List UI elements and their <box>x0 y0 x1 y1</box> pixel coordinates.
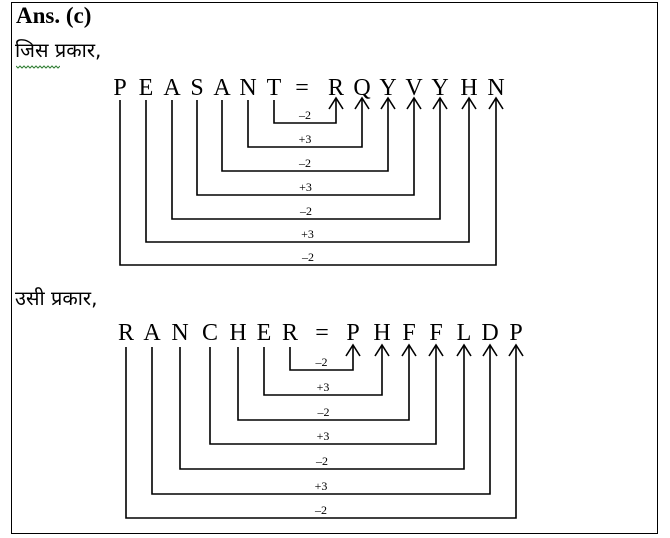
answer-frame <box>11 2 658 534</box>
ex2-shift-label: –2 <box>317 405 330 419</box>
ex2-source-letter: C <box>202 320 218 346</box>
ex1-shift-label: +3 <box>299 132 312 146</box>
ex1-shift-label: –2 <box>298 156 311 170</box>
ex1-connector-line <box>171 98 441 220</box>
ex2-shift-label: +3 <box>317 429 330 443</box>
ex1-source-letter: P <box>113 75 126 101</box>
ex1-source-letter: N <box>239 75 256 101</box>
spellcheck-underline <box>16 65 60 69</box>
ex2-equals-sign: = <box>315 320 329 346</box>
ex1-target-letter: H <box>460 75 477 101</box>
intro-line-1: जिस प्रकार, <box>15 38 102 62</box>
ex2-connector-line <box>125 345 517 519</box>
ex2-source-letter: A <box>143 320 161 346</box>
ex1-source-letter: A <box>163 75 181 101</box>
ex2-arrow-head <box>401 343 417 357</box>
ex2-arrow-head <box>428 343 444 357</box>
ex2-arrow-head <box>508 343 524 357</box>
ex2-connector-line <box>209 345 437 445</box>
ex2-target-letter: F <box>402 320 415 346</box>
ex2-connector-line <box>179 345 465 470</box>
intro-line-2: उसी प्रकार, <box>15 286 98 310</box>
ex1-target-letter: Y <box>379 75 396 101</box>
ex2-arrow-head <box>374 343 390 357</box>
ex2-arrow-head <box>345 343 361 357</box>
ex1-connector-line <box>221 98 389 172</box>
ex1-shift-label: +3 <box>299 180 312 194</box>
ex1-source-letter: T <box>267 75 282 101</box>
ex1-shift-label: –2 <box>298 108 311 122</box>
ex1-arrow-head <box>461 96 477 110</box>
ex1-target-letter: N <box>487 75 504 101</box>
ex1-arrow-head <box>488 96 504 110</box>
ex1-shift-label: –2 <box>301 250 314 264</box>
ex1-connector-line <box>196 98 415 196</box>
ex2-shift-label: –2 <box>314 503 327 517</box>
ex2-target-letter: D <box>481 320 498 346</box>
ex2-source-letter: E <box>257 320 272 346</box>
ex2-connector-line <box>289 345 354 371</box>
ex1-arrow-head <box>328 96 344 110</box>
ex1-target-letter: Q <box>353 75 370 101</box>
ex2-connector-line <box>263 345 383 396</box>
ex2-target-letter: H <box>373 320 390 346</box>
ex2-arrow-head <box>482 343 498 357</box>
ex2-shift-label: –2 <box>315 454 328 468</box>
ex2-source-letter: N <box>171 320 188 346</box>
ex1-connector-line <box>247 98 363 148</box>
ex2-target-letter: F <box>429 320 442 346</box>
ex2-shift-label: –2 <box>315 355 328 369</box>
ex2-target-letter: P <box>346 320 359 346</box>
ex2-target-letter: P <box>509 320 522 346</box>
ex1-source-letter: E <box>139 75 154 101</box>
ex2-shift-label: +3 <box>315 479 328 493</box>
ex1-arrow-head <box>380 96 396 110</box>
ex1-arrow-head <box>354 96 370 110</box>
ex1-connector-line <box>145 98 470 243</box>
answer-heading: Ans. (c) <box>16 3 92 28</box>
ex2-shift-label: +3 <box>317 380 330 394</box>
ex2-connector-line <box>237 345 410 421</box>
ex1-shift-label: +3 <box>301 227 314 241</box>
ex2-target-letter: L <box>457 320 472 346</box>
ex1-shift-label: –2 <box>299 204 312 218</box>
ex2-source-letter: R <box>118 320 134 346</box>
ex1-target-letter: Y <box>431 75 448 101</box>
ex1-source-letter: S <box>190 75 203 101</box>
ex2-arrow-head <box>456 343 472 357</box>
ex2-connector-line <box>151 345 491 495</box>
ex1-arrow-head <box>406 96 422 110</box>
ex1-equals-sign: = <box>295 75 309 101</box>
ex2-source-letter: H <box>229 320 246 346</box>
ex1-target-letter: V <box>405 75 423 101</box>
ex1-arrow-head <box>432 96 448 110</box>
ex2-source-letter: R <box>282 320 298 346</box>
ex1-source-letter: A <box>213 75 231 101</box>
ex1-connector-line <box>273 98 337 124</box>
ex1-connector-line <box>119 98 497 266</box>
ex1-target-letter: R <box>328 75 344 101</box>
